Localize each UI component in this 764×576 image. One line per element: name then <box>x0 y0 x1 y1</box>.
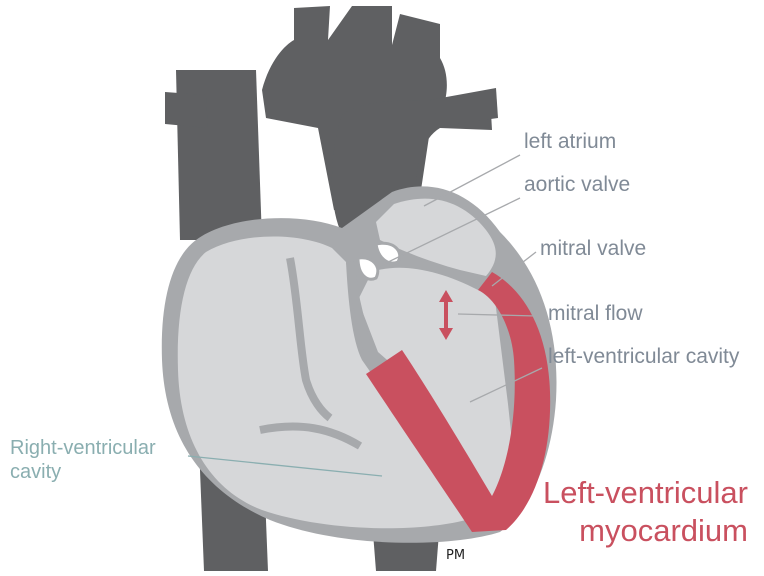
brachiocephalic-vessel <box>165 92 208 128</box>
label-lv-cavity: left-ventricular cavity <box>548 345 739 369</box>
label-rv-cavity-line1: Right-ventricular <box>10 436 156 460</box>
label-rv-cavity: Right-ventricular cavity <box>10 436 156 484</box>
label-rv-cavity-line2: cavity <box>10 460 156 484</box>
label-mitral-valve: mitral valve <box>540 237 646 261</box>
label-mitral-flow: mitral flow <box>548 302 643 326</box>
artist-signature: PM <box>446 548 465 563</box>
leader-left-atrium <box>424 155 520 206</box>
label-lv-myocardium: Left-ventricular myocardium <box>543 474 748 550</box>
label-aortic-valve: aortic valve <box>524 173 630 197</box>
label-left-atrium: left atrium <box>524 130 616 154</box>
label-lv-myocardium-line2: myocardium <box>543 512 748 550</box>
label-lv-myocardium-line1: Left-ventricular <box>543 474 748 512</box>
